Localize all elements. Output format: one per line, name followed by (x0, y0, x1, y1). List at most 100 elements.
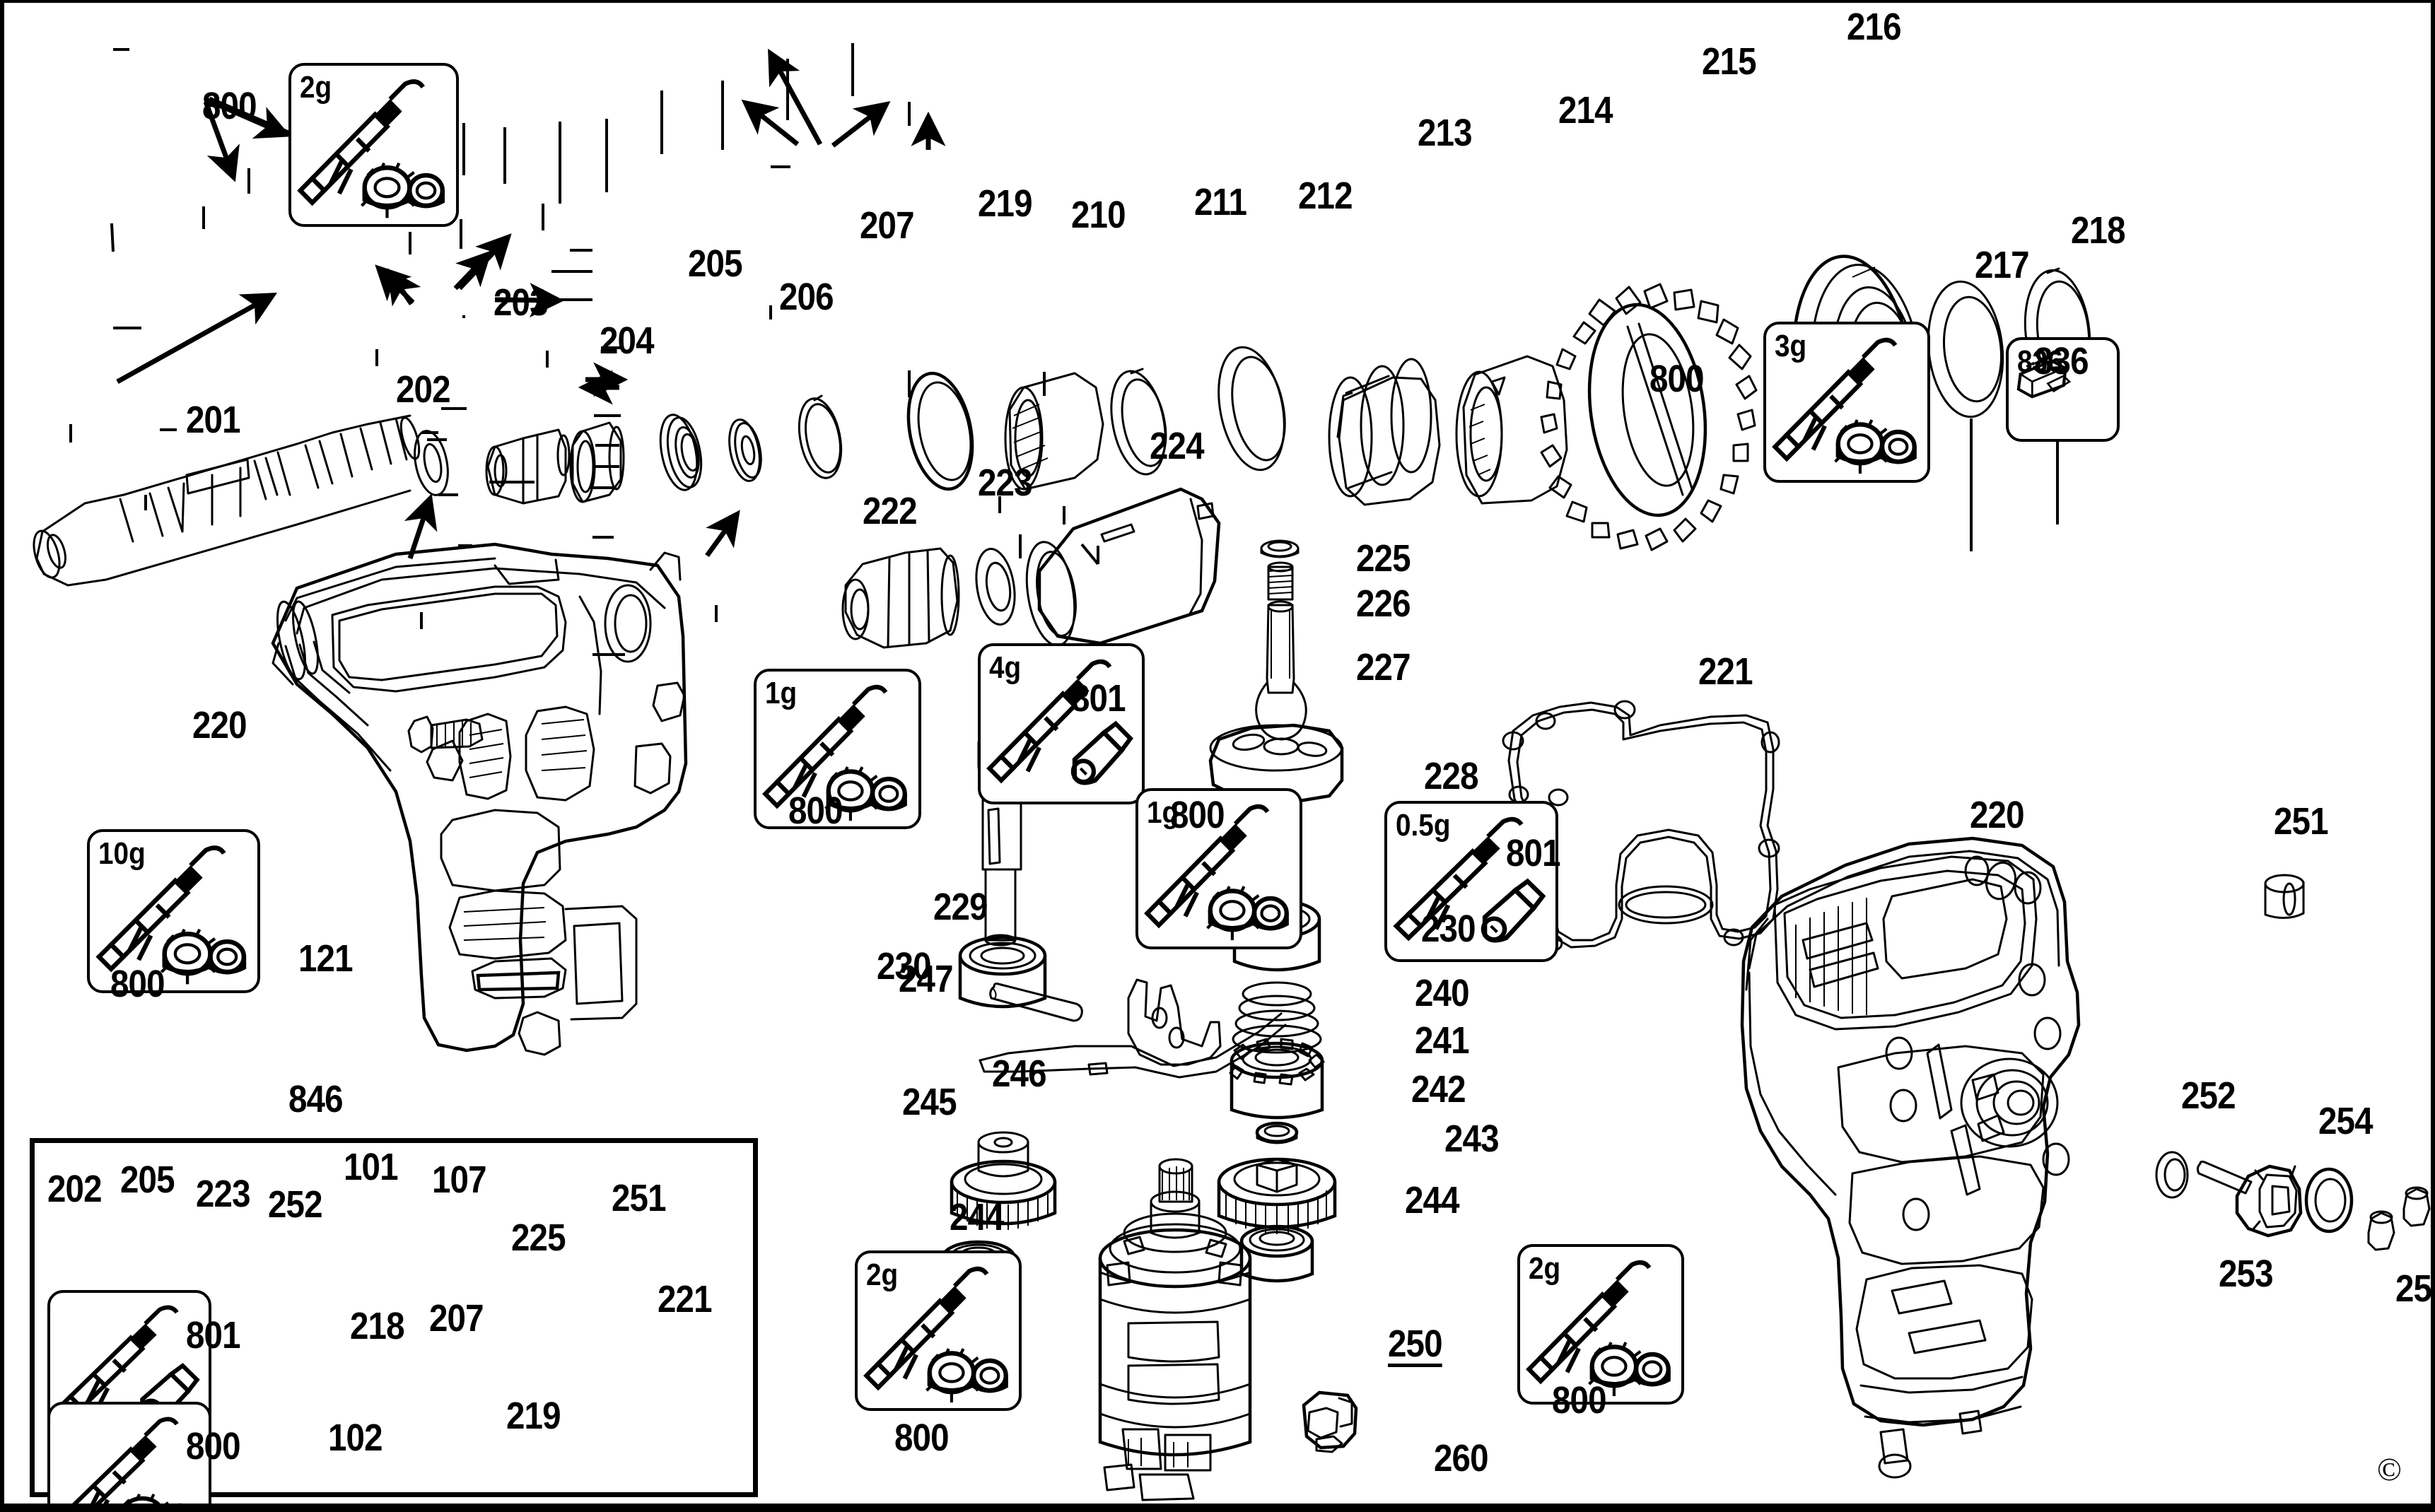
grease-tool-icon (1144, 804, 1289, 941)
grease-tool-icon (986, 659, 1133, 785)
part-213-spring-sleeve (1328, 358, 1441, 506)
part-225-washer (1260, 539, 1300, 558)
callout-836-18: 836 (2034, 340, 2089, 382)
callout-221-33: 221 (1698, 650, 1753, 693)
callout-121-22: 121 (298, 937, 354, 980)
grease-amount-label: 2g (865, 1257, 899, 1292)
part-247-pin (989, 983, 1083, 1022)
kit-callout-800: 800 (186, 1424, 241, 1467)
callout-228-32: 228 (1424, 754, 1479, 797)
grease-box-2g-8: 2g (1517, 1243, 1685, 1405)
part-206-washer (728, 418, 762, 482)
callout-201-4: 201 (186, 398, 241, 441)
callout-801-30: 801 (1070, 677, 1126, 720)
part-219-o-ring (906, 371, 974, 491)
grease-box-0.5g-6: 0.5g (1384, 801, 1558, 962)
grease-box-836-9: 836 (2006, 337, 2120, 442)
grease-tool-icon (1525, 1260, 1671, 1396)
grease-amount-label: 1g (1147, 795, 1179, 831)
kit-callout-107: 107 (432, 1158, 487, 1201)
grease-box-2g-7: 2g (854, 1250, 1022, 1412)
part-214-collar (1455, 355, 1568, 505)
grease-box-2g-0: 2g (288, 63, 460, 228)
part-227-piston-rod (1255, 600, 1307, 741)
kit-callout-202: 202 (47, 1167, 103, 1210)
part-204-ring (569, 421, 625, 503)
callout-207-7: 207 (859, 204, 915, 247)
callout-220-52: 220 (1969, 794, 2025, 837)
callout-203-1: 203 (494, 281, 549, 324)
callout-214-13: 214 (1558, 89, 1613, 132)
callout-220-20: 220 (192, 704, 247, 747)
callout-212-11: 212 (1297, 174, 1353, 217)
grease-box-4g-4: 4g (977, 643, 1145, 804)
kit-callout-223: 223 (195, 1172, 251, 1215)
part-252-ring (2155, 1151, 2189, 1199)
callout-227-29: 227 (1356, 645, 1411, 688)
callout-241-40: 241 (1414, 1019, 1470, 1062)
callout-230-37: 230 (877, 945, 932, 988)
callout-206-6: 206 (778, 275, 834, 318)
grease-tool-icon (762, 684, 908, 821)
callout-801-35: 801 (1506, 831, 1561, 874)
kit-callout-219: 219 (506, 1395, 561, 1438)
callout-230-38: 230 (1420, 907, 1476, 950)
part-215-gear-ring (1540, 283, 1758, 551)
kit-callout-207: 207 (428, 1296, 484, 1340)
sheet-border-top (0, 0, 2435, 3)
grease-amount-label: 2g (300, 70, 332, 105)
grease-box-kit-11 (47, 1401, 211, 1512)
callout-205-5: 205 (687, 242, 743, 285)
part-224-cylinder (1025, 487, 1221, 647)
callout-211-10: 211 (1193, 180, 1247, 223)
part-253-selector (2196, 1160, 2303, 1238)
callout-244-46: 244 (949, 1196, 1005, 1239)
callout-254-55: 254 (2318, 1100, 2373, 1143)
grease-tool-icon (1771, 337, 1917, 474)
callout-242-41: 242 (1411, 1068, 1466, 1111)
grease-amount-label: 10g (98, 836, 146, 872)
callout-218-17: 218 (2070, 209, 2126, 252)
grease-box-10g-2: 10g (86, 829, 261, 994)
callout-202-3: 202 (395, 368, 451, 411)
callout-215-14: 215 (1701, 40, 1757, 83)
callout-210-9: 210 (1070, 193, 1126, 236)
sheet-border-left (0, 0, 4, 1512)
part-220-housing-right (1740, 836, 2081, 1479)
part-207-retaining-ring (798, 394, 843, 479)
callout-226-28: 226 (1356, 582, 1411, 626)
callout-240-39: 240 (1414, 972, 1470, 1015)
callout-800-34: 800 (1170, 794, 1225, 837)
kit-callout-221: 221 (658, 1278, 713, 1321)
part-251-bushing (2264, 874, 2305, 919)
sheet-border-right (2431, 0, 2435, 1512)
part-242-washer (1255, 1121, 1299, 1144)
part-212-ring (1218, 346, 1286, 471)
callout-246-44: 246 (992, 1053, 1047, 1096)
part-240-spring (1232, 981, 1322, 1054)
grease-tool-icon (2016, 358, 2072, 399)
kit-callout-101: 101 (344, 1145, 399, 1188)
grease-tool-icon (63, 1417, 196, 1512)
kit-callout-218: 218 (350, 1305, 405, 1348)
part-217-ring (1927, 280, 2004, 418)
callout-217-16: 217 (1974, 243, 2030, 286)
part-260-terminal (1302, 1390, 1358, 1453)
part-241-clutch (1229, 1038, 1325, 1120)
callout-219-8: 219 (977, 182, 1033, 225)
callout-225-27: 225 (1356, 537, 1411, 580)
kit-callout-252: 252 (268, 1183, 323, 1226)
part-202-washer (414, 430, 449, 496)
callout-846-23: 846 (288, 1077, 344, 1120)
grease-amount-label: 0.5g (1396, 808, 1451, 843)
kit-callout-225: 225 (510, 1217, 566, 1260)
callout-250-48: 250 (1387, 1322, 1443, 1365)
grease-tool-icon (297, 79, 445, 218)
kit-callout-801: 801 (186, 1314, 241, 1357)
callout-216-15: 216 (1846, 6, 1902, 49)
grease-tool-icon (95, 845, 246, 985)
callout-260-49: 260 (1433, 1437, 1489, 1480)
callout-222-24: 222 (863, 489, 918, 532)
grease-amount-label: 1g (765, 675, 798, 710)
callout-800-0: 800 (202, 84, 257, 127)
